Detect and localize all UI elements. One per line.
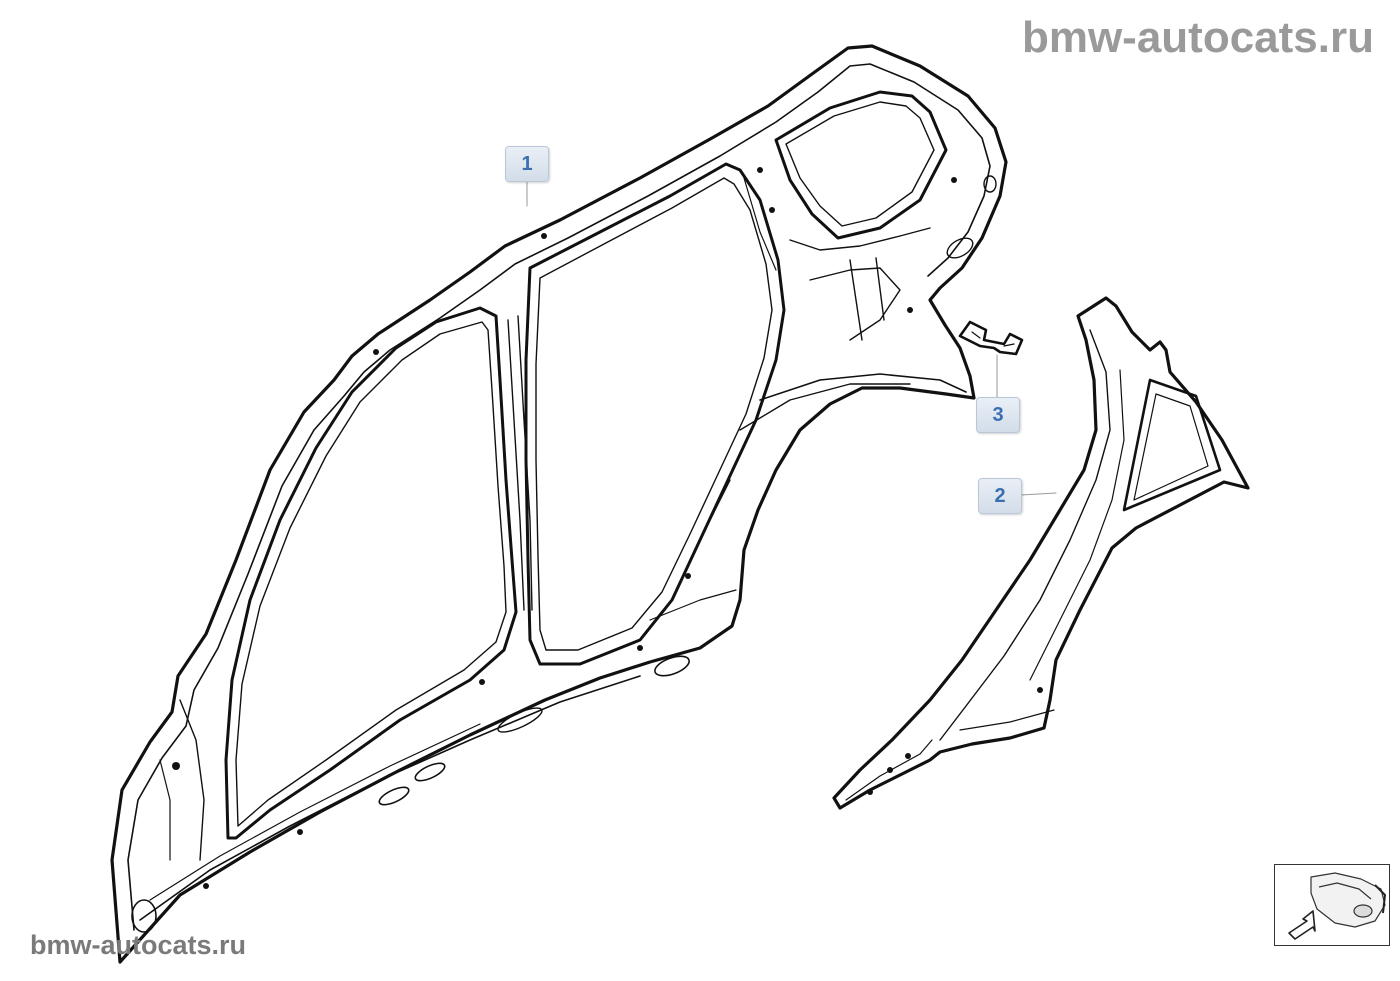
car-location-thumbnail-icon xyxy=(1288,872,1386,940)
rear-panel-part xyxy=(832,296,1250,810)
callout-leaders xyxy=(526,180,1057,496)
body-side-frame-part xyxy=(110,44,1008,964)
callout-part-2[interactable]: 2 xyxy=(978,478,1022,514)
callout-part-3[interactable]: 3 xyxy=(976,397,1020,433)
bracket-part xyxy=(958,320,1024,356)
leader-line-2 xyxy=(1020,492,1057,496)
callout-part-1[interactable]: 1 xyxy=(505,146,549,182)
arrow-down-left-icon xyxy=(1288,910,1316,940)
watermark-top: bmw-autocats.ru xyxy=(1021,13,1374,62)
vehicle-location-thumbnail[interactable] xyxy=(1274,864,1390,946)
watermark-bottom: bmw-autocats.ru xyxy=(30,930,247,960)
